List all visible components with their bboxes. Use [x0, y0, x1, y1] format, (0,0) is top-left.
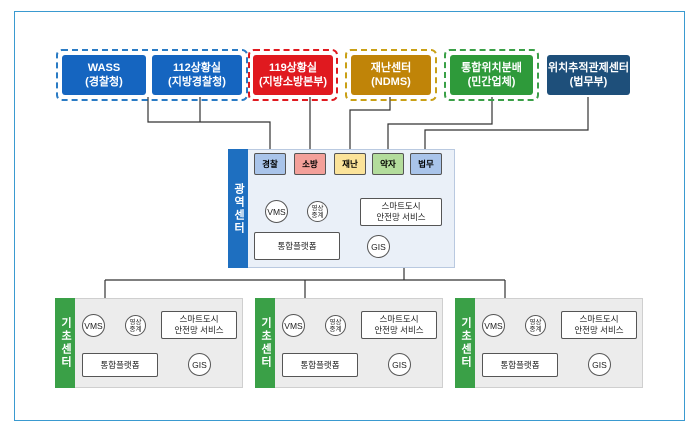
regional-integrated-platform: 통합플랫폼: [254, 232, 340, 260]
regional-label-text: 광역센터: [232, 182, 245, 235]
service-police: 경찰: [254, 153, 286, 175]
basic-integrated-platform: 통합플랫폼: [282, 353, 358, 377]
basic-gis: GIS: [188, 353, 211, 376]
agency-112: 112상황실(지방경찰청): [152, 55, 242, 95]
agency-119: 119상황실(지방소방본부): [253, 55, 333, 95]
basic-gis: GIS: [388, 353, 411, 376]
fire-group: [248, 49, 338, 101]
basic-vms: VMS: [282, 314, 305, 337]
basic-vms: VMS: [482, 314, 505, 337]
service-justice: 법무: [410, 153, 442, 175]
regional-vms: VMS: [265, 200, 288, 223]
service-fire: 소방: [294, 153, 326, 175]
disaster-group: [345, 49, 437, 101]
diagram-frame: [14, 11, 685, 421]
regional-label: 광역센터: [228, 149, 248, 268]
location-group: [444, 49, 539, 101]
basic-label: 기초센터: [455, 298, 475, 388]
service-disaster: 재난: [334, 153, 366, 175]
basic-label-text: 기초센터: [259, 317, 272, 369]
basic-vms: VMS: [82, 314, 105, 337]
regional-gis: GIS: [367, 235, 390, 258]
agency-tracking: 위치추적관제센터(법무부): [547, 55, 630, 95]
basic-label: 기초센터: [255, 298, 275, 388]
basic-label: 기초센터: [55, 298, 75, 388]
agency-location: 통합위치분배(민간업체): [450, 55, 533, 95]
basic-integrated-platform: 통합플랫폼: [482, 353, 558, 377]
basic-integrated-platform: 통합플랫폼: [82, 353, 158, 377]
basic-gis: GIS: [588, 353, 611, 376]
police-group: [56, 49, 248, 101]
service-vulnerable: 약자: [372, 153, 404, 175]
basic-label-text: 기초센터: [59, 317, 72, 369]
basic-label-text: 기초센터: [459, 317, 472, 369]
agency-wass: WASS(경찰청): [62, 55, 146, 95]
agency-disaster: 재난센터(NDMS): [351, 55, 431, 95]
